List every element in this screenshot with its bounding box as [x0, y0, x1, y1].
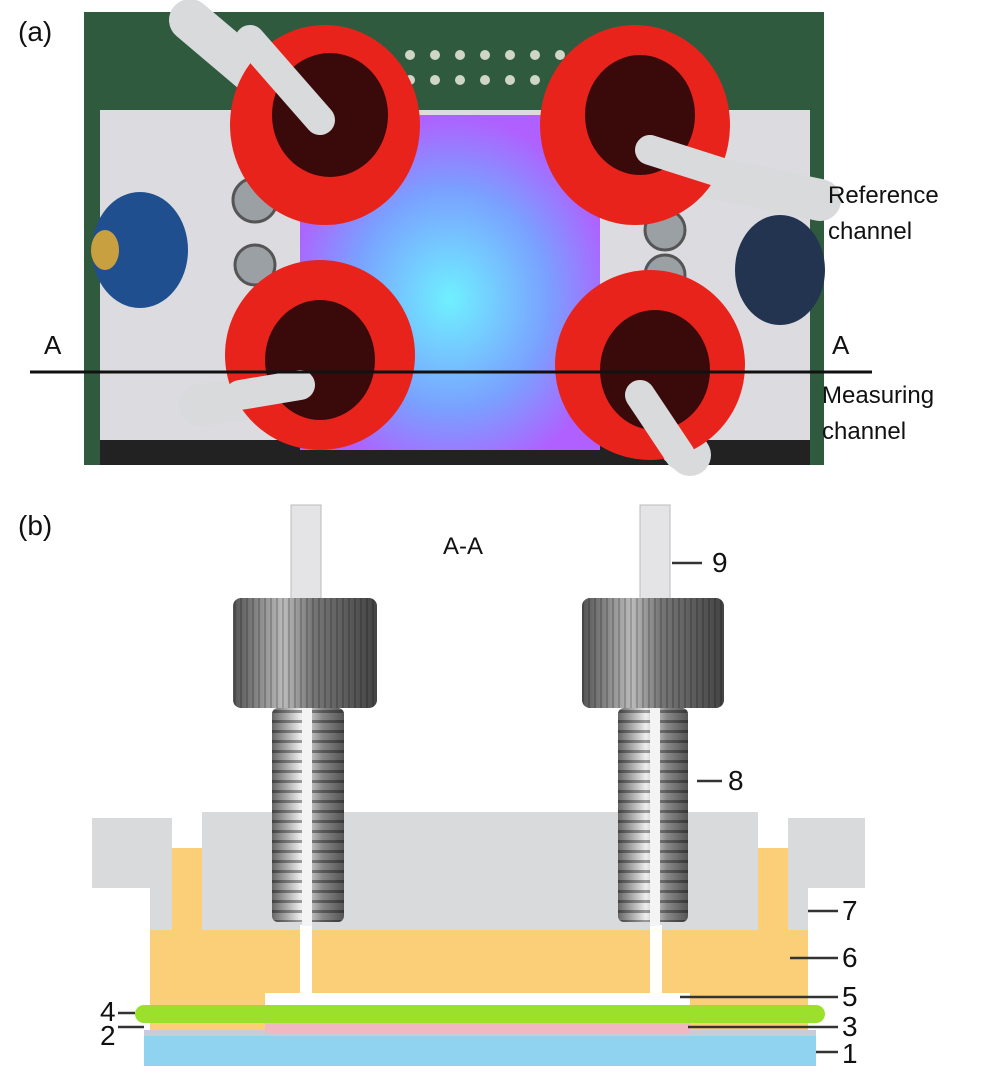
- fitting-top-right: [540, 25, 730, 225]
- layer-1: [144, 1036, 816, 1066]
- part-label-1: 1: [842, 1038, 858, 1069]
- fitting-bottom-left: [225, 260, 415, 450]
- layer-7-right: [788, 818, 865, 888]
- part-label-5: 5: [842, 981, 858, 1012]
- panel-b-label: (b): [18, 510, 53, 541]
- section-title: A-A: [443, 533, 484, 560]
- layer-4: [135, 1005, 825, 1023]
- layer-3: [265, 1023, 690, 1033]
- tube-right: [639, 504, 671, 601]
- reference-channel-label-line1: Reference: [828, 182, 939, 209]
- part-label-6: 6: [842, 942, 858, 973]
- layer-5-channel: [265, 993, 690, 1005]
- left-connector: [92, 192, 188, 308]
- leader-lines: [118, 561, 838, 1054]
- layer-6: [150, 848, 808, 1030]
- inlet-channel-left: [300, 925, 312, 995]
- part-label-2: 2: [100, 1020, 116, 1051]
- tube-left: [290, 504, 322, 601]
- reference-channel-label-line2: channel: [828, 218, 913, 245]
- fitting-bottom-right: [555, 270, 745, 460]
- right-connector: [735, 215, 825, 325]
- device-photo: [84, 0, 841, 476]
- pin-header: [405, 50, 565, 85]
- section-marker-right: A: [832, 330, 850, 360]
- panel-a-label: (a): [18, 16, 53, 47]
- cross-section-diagram: [92, 504, 865, 1066]
- measuring-channel-label-line1: Measuring: [822, 382, 935, 409]
- measuring-channel-label-line2: channel: [822, 418, 907, 445]
- section-marker-left: A: [44, 330, 62, 360]
- part-label-3: 3: [842, 1011, 858, 1042]
- part-label-9: 9: [712, 547, 728, 578]
- part-label-7: 7: [842, 895, 858, 926]
- part-label-4: 4: [100, 996, 116, 1027]
- inlet-channel-right: [650, 925, 662, 995]
- layer-7-left: [92, 818, 172, 888]
- part-label-8: 8: [728, 765, 744, 796]
